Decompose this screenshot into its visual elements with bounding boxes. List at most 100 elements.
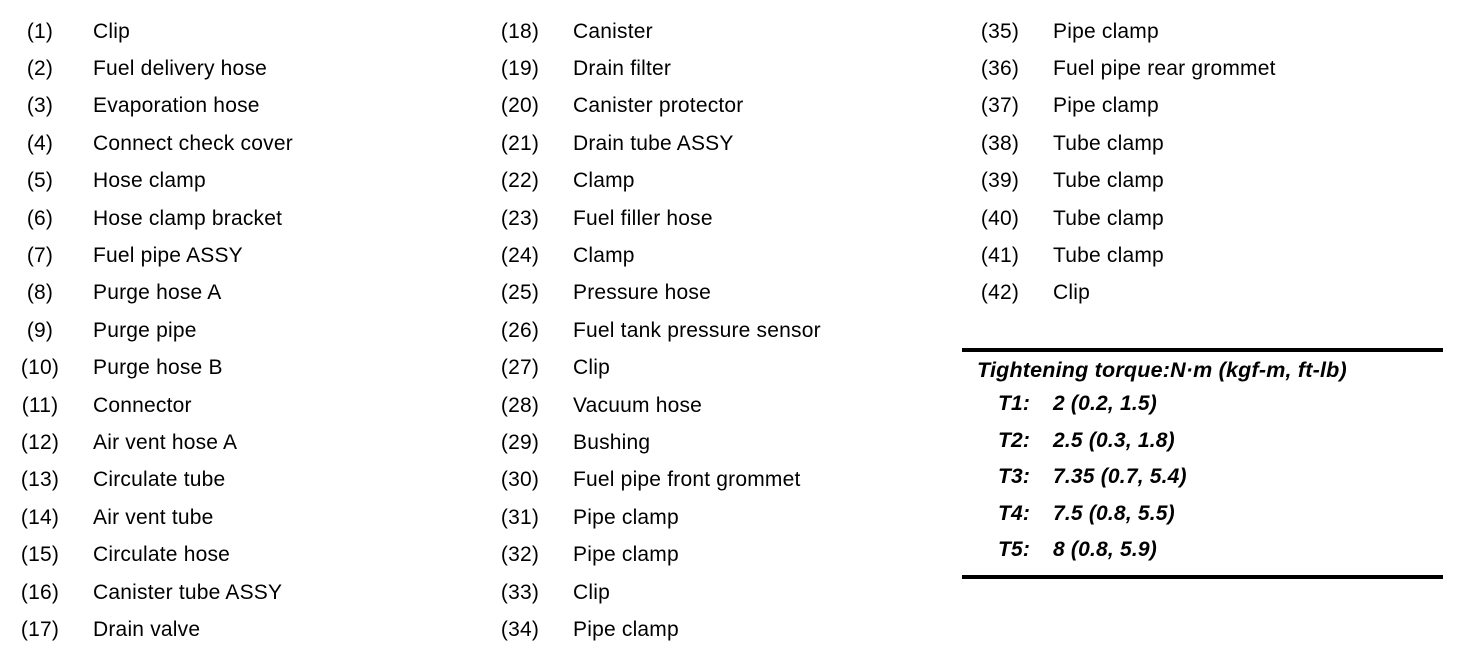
part-number: (19) — [500, 57, 540, 81]
part-label: Pipe clamp — [1053, 94, 1159, 118]
part-number: (20) — [500, 94, 540, 118]
part-row: (5) Hose clamp — [6, 163, 293, 200]
part-label: Tube clamp — [1053, 206, 1164, 230]
part-number: (12) — [20, 430, 60, 454]
part-number: (17) — [20, 617, 60, 641]
part-row: (18) Canister — [486, 13, 821, 50]
part-row: (36) Fuel pipe rear grommet — [966, 50, 1276, 87]
part-row: (39) Tube clamp — [966, 163, 1276, 200]
part-row: (16) Canister tube ASSY — [6, 574, 293, 611]
part-label: Clip — [573, 580, 610, 604]
part-number: (26) — [500, 318, 540, 342]
parts-column-1: (1) Clip (2) Fuel delivery hose (3) Evap… — [6, 13, 293, 649]
part-label: Fuel pipe front grommet — [573, 468, 801, 492]
part-label: Clip — [1053, 281, 1090, 305]
part-number: (33) — [500, 580, 540, 604]
part-row: (19) Drain filter — [486, 50, 821, 87]
part-number: (40) — [980, 206, 1020, 230]
part-number: (2) — [26, 57, 54, 81]
part-row: (24) Clamp — [486, 237, 821, 274]
torque-value: 7.5 (0.8, 5.5) — [1053, 501, 1175, 525]
part-number: (16) — [20, 580, 60, 604]
part-number: (6) — [26, 206, 54, 230]
part-row: (38) Tube clamp — [966, 125, 1276, 162]
torque-ref-label: T1: — [998, 392, 1031, 416]
part-row: (17) Drain valve — [6, 611, 293, 648]
part-number: (35) — [980, 19, 1020, 43]
part-row: (11) Connector — [6, 387, 293, 424]
part-row: (29) Bushing — [486, 424, 821, 461]
part-number: (30) — [500, 468, 540, 492]
part-label: Evaporation hose — [93, 94, 260, 118]
part-number: (5) — [26, 169, 54, 193]
torque-row: T4: 7.5 (0.8, 5.5) — [962, 496, 1443, 533]
part-number: (25) — [500, 281, 540, 305]
part-row: (25) Pressure hose — [486, 275, 821, 312]
torque-row: T3: 7.35 (0.7, 5.4) — [962, 459, 1443, 496]
part-row: (30) Fuel pipe front grommet — [486, 462, 821, 499]
part-label: Fuel filler hose — [573, 206, 713, 230]
part-number: (22) — [500, 169, 540, 193]
part-row: (35) Pipe clamp — [966, 13, 1276, 50]
part-label: Clamp — [573, 169, 635, 193]
part-row: (10) Purge hose B — [6, 350, 293, 387]
parts-column-2: (18) Canister (19) Drain filter (20) Can… — [486, 13, 821, 649]
part-label: Canister tube ASSY — [93, 580, 283, 604]
part-number: (15) — [20, 543, 60, 567]
part-label: Pipe clamp — [573, 505, 679, 529]
part-row: (42) Clip — [966, 275, 1276, 312]
part-label: Tube clamp — [1053, 169, 1164, 193]
part-row: (41) Tube clamp — [966, 237, 1276, 274]
part-row: (4) Connect check cover — [6, 125, 293, 162]
torque-row: T1: 2 (0.2, 1.5) — [962, 386, 1443, 423]
part-row: (3) Evaporation hose — [6, 88, 293, 125]
part-label: Vacuum hose — [573, 393, 703, 417]
part-number: (27) — [500, 356, 540, 380]
part-number: (36) — [980, 57, 1020, 81]
part-row: (21) Drain tube ASSY — [486, 125, 821, 162]
part-label: Fuel pipe rear grommet — [1053, 57, 1276, 81]
part-number: (24) — [500, 244, 540, 268]
part-number: (39) — [980, 169, 1020, 193]
part-number: (23) — [500, 206, 540, 230]
part-label: Canister — [573, 19, 653, 43]
part-row: (32) Pipe clamp — [486, 536, 821, 573]
part-number: (13) — [20, 468, 60, 492]
part-number: (9) — [26, 318, 54, 342]
part-number: (37) — [980, 94, 1020, 118]
part-number: (38) — [980, 131, 1020, 155]
part-label: Fuel delivery hose — [93, 57, 268, 81]
torque-value: 2.5 (0.3, 1.8) — [1053, 428, 1175, 452]
part-number: (10) — [20, 356, 60, 380]
part-row: (23) Fuel filler hose — [486, 200, 821, 237]
part-row: (12) Air vent hose A — [6, 424, 293, 461]
torque-row: T5: 8 (0.8, 5.9) — [962, 532, 1443, 569]
part-label: Circulate hose — [93, 543, 231, 567]
part-label: Pressure hose — [573, 281, 712, 305]
part-label: Pipe clamp — [1053, 19, 1159, 43]
part-label: Connect check cover — [93, 131, 293, 155]
part-number: (8) — [26, 281, 54, 305]
torque-value: 8 (0.8, 5.9) — [1053, 538, 1157, 562]
part-number: (31) — [500, 505, 540, 529]
part-label: Hose clamp — [93, 169, 206, 193]
part-label: Clamp — [573, 244, 635, 268]
part-number: (18) — [500, 19, 540, 43]
parts-column-3: (35) Pipe clamp (36) Fuel pipe rear grom… — [966, 13, 1276, 312]
torque-ref-label: T3: — [998, 465, 1031, 489]
part-row: (15) Circulate hose — [6, 536, 293, 573]
part-row: (27) Clip — [486, 350, 821, 387]
part-number: (34) — [500, 617, 540, 641]
part-row: (8) Purge hose A — [6, 275, 293, 312]
part-row: (22) Clamp — [486, 163, 821, 200]
part-label: Clip — [573, 356, 610, 380]
part-row: (1) Clip — [6, 13, 293, 50]
part-number: (32) — [500, 543, 540, 567]
part-number: (41) — [980, 244, 1020, 268]
part-label: Clip — [93, 19, 130, 43]
part-label: Pipe clamp — [573, 543, 679, 567]
torque-ref-label: T4: — [998, 501, 1031, 525]
part-label: Air vent hose A — [93, 430, 238, 454]
part-label: Drain filter — [573, 57, 672, 81]
